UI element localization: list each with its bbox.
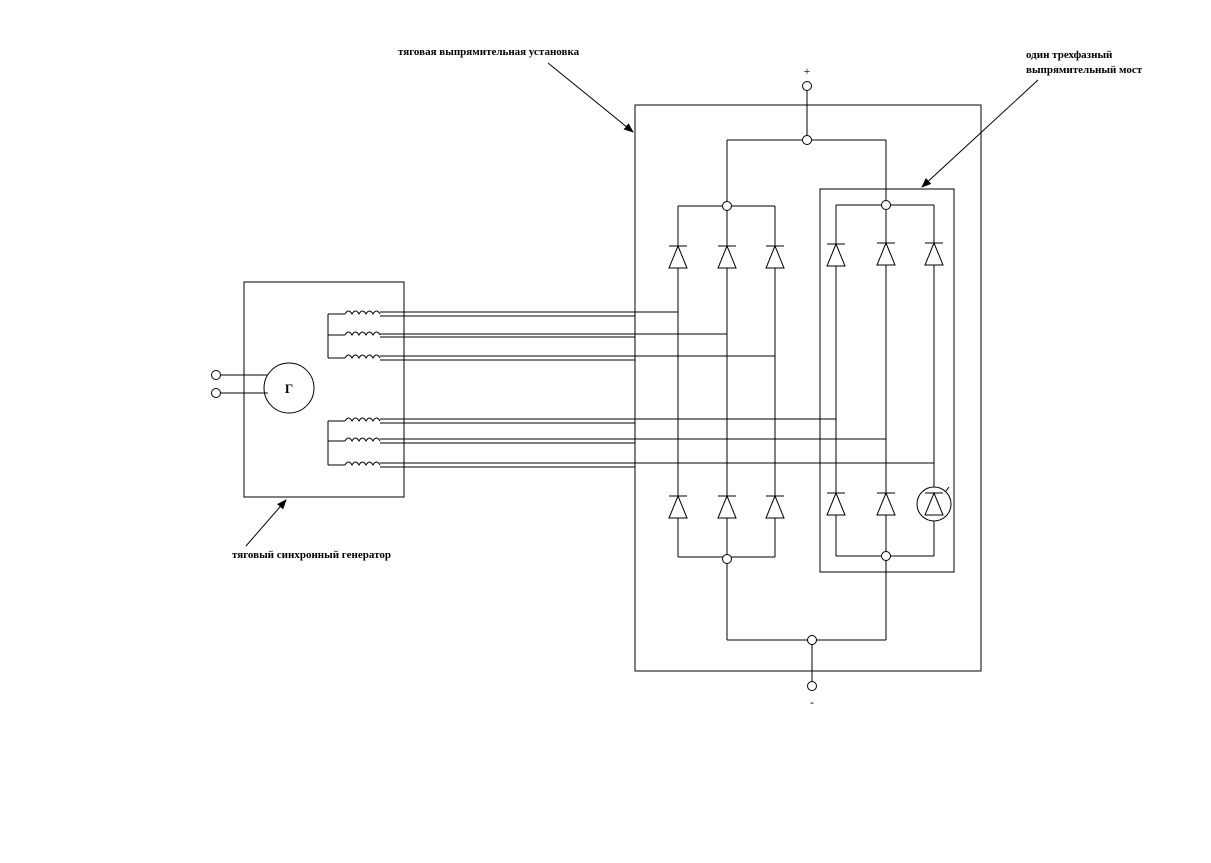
- winding-coil: [344, 437, 381, 442]
- generator-leader: [245, 499, 287, 547]
- positive-terminal: [802, 81, 812, 91]
- generator-label: тяговый синхронный генератор: [232, 549, 391, 561]
- rectifier-enclosure: [634, 104, 982, 672]
- rectifier-bridge-1: [668, 201, 785, 564]
- rectifier-unit: [634, 81, 982, 691]
- rectifier-unit-label: тяговая выпрямительная установка: [398, 46, 580, 58]
- generator-symbol: Г: [285, 381, 293, 396]
- diode: [826, 492, 846, 516]
- diode: [717, 245, 737, 269]
- phase-wires: [380, 311, 934, 468]
- winding-coil: [344, 461, 381, 466]
- excitation-terminal: [211, 388, 221, 398]
- winding-coil: [344, 310, 381, 315]
- rectifier-bridge-2: [819, 188, 955, 573]
- bridge-junction: [881, 551, 891, 561]
- positive-junction: [802, 135, 812, 145]
- diode: [876, 242, 896, 266]
- rectifier-unit-leader: [547, 62, 634, 133]
- diode: [765, 495, 785, 519]
- diode: [668, 495, 688, 519]
- winding-coil: [344, 417, 381, 422]
- diode: [876, 492, 896, 516]
- generator-enclosure: [243, 281, 405, 498]
- excitation-terminal: [211, 370, 221, 380]
- bridge-junction: [722, 201, 732, 211]
- plus-sign: +: [804, 64, 811, 78]
- bridge-junction: [722, 554, 732, 564]
- bridge-leader: [921, 79, 1039, 188]
- bridge-label-line2: выпрямительный мост: [1026, 64, 1143, 76]
- diode: [668, 245, 688, 269]
- winding-coil: [344, 354, 381, 359]
- winding-coil: [344, 331, 381, 336]
- bridge-label-line1: один трехфазный: [1026, 49, 1113, 61]
- diode: [717, 495, 737, 519]
- generator-circle: [263, 362, 315, 414]
- negative-terminal: [807, 681, 817, 691]
- minus-sign: -: [810, 695, 814, 709]
- diode: [765, 245, 785, 269]
- bridge-highlight-frame: [819, 188, 955, 573]
- bridge-junction: [881, 200, 891, 210]
- generator-block: Г: [211, 281, 405, 498]
- diode: [826, 243, 846, 267]
- diode: [924, 242, 944, 266]
- negative-junction: [807, 635, 817, 645]
